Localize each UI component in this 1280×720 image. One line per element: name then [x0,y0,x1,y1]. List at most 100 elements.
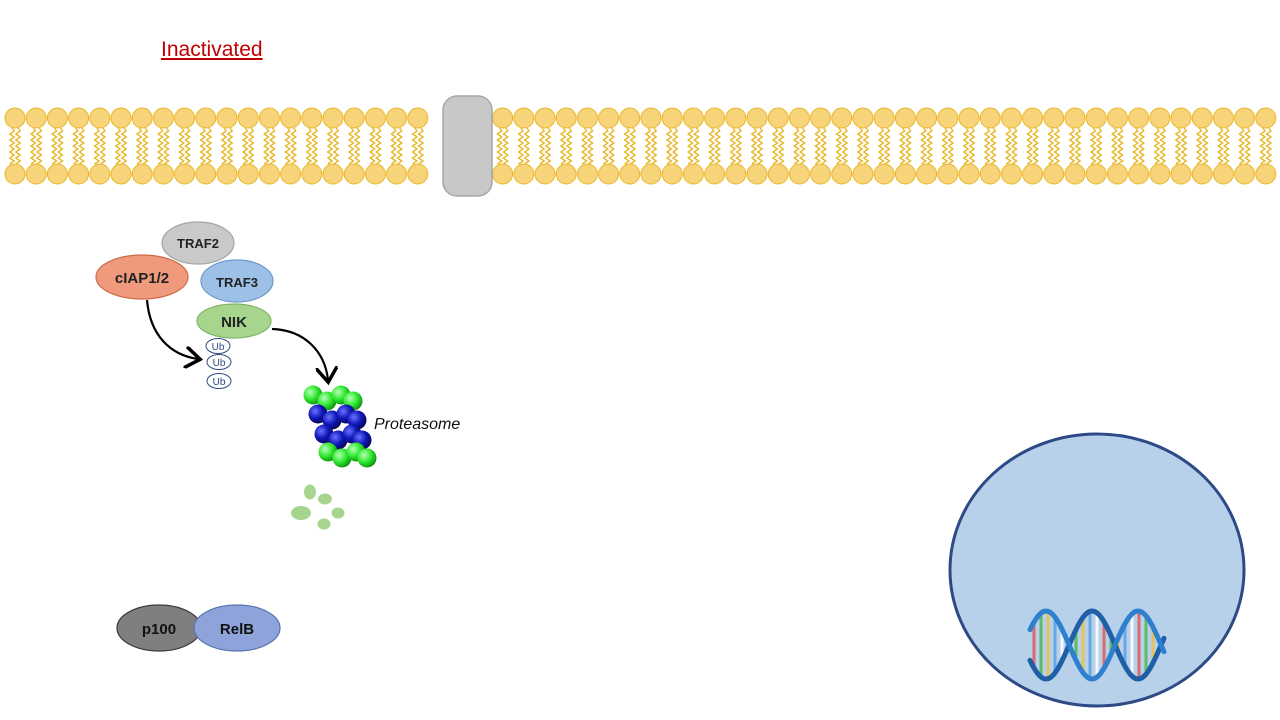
lipid-head [916,163,938,185]
lipid-head [937,107,959,129]
lipid-head [89,163,111,185]
lipid-head [322,163,344,185]
lipid-head [68,163,90,185]
lipid-head [725,163,747,185]
lipid-head [958,107,980,129]
lipid-head [1191,107,1213,129]
lipid-head [1064,107,1086,129]
lipid-head [534,107,556,129]
ciap-label: cIAP1/2 [115,270,169,287]
lipid-head [1170,163,1192,185]
lipid-head [810,107,832,129]
nik-protein: NIK [196,303,272,339]
lipid-head [343,107,365,129]
lipid-head [110,107,132,129]
lipid-head [704,107,726,129]
lipid-head [1064,163,1086,185]
lipid-head [1212,163,1234,185]
dna-strand [1027,608,1167,682]
lipid-head [364,107,386,129]
lipid-head [1022,107,1044,129]
traf2-label: TRAF2 [177,236,219,251]
lipid-head [1106,107,1128,129]
p100-protein: p100 [116,604,202,652]
lipid-head [1128,163,1150,185]
lipid-head [1234,107,1256,129]
lipid-head [407,163,429,185]
nucleus [948,432,1246,708]
ubiquitin-label: Ub [212,342,225,353]
lipid-head [386,163,408,185]
lipid-head [258,163,280,185]
lipid-head [280,107,302,129]
traf3-label: TRAF3 [216,275,258,290]
lipid-head [258,107,280,129]
lipid-head [25,163,47,185]
lipid-head [640,107,662,129]
traf2-protein: TRAF2 [161,221,235,265]
lipid-head [831,107,853,129]
lipid-head [1255,107,1277,129]
lipid-head [1085,163,1107,185]
lipid-head [301,163,323,185]
lipid-head [492,163,514,185]
lipid-head [301,107,323,129]
lipid-head [725,107,747,129]
lipid-head [534,163,556,185]
degraded-fragments [291,484,345,530]
dna-icon [1027,608,1167,682]
lipid-head [555,163,577,185]
lipid-head [788,107,810,129]
proteasome-icon [303,385,377,468]
lipid-head [46,163,68,185]
lipid-head [979,163,1001,185]
arrow-icon [271,327,328,380]
relb-label: RelB [220,621,254,638]
lipid-head [4,107,26,129]
lipid-head [1149,107,1171,129]
lipid-head [555,107,577,129]
lipid-head [767,163,789,185]
lipid-head [619,163,641,185]
lipid-head [810,163,832,185]
lipid-head [1212,107,1234,129]
lipid-head [216,163,238,185]
lipid-head [216,107,238,129]
lipid-head [979,107,1001,129]
lipid-head [873,163,895,185]
lipid-head [364,163,386,185]
lipid-head [110,163,132,185]
lipid-head [767,107,789,129]
lipid-head [598,163,620,185]
lipid-head [513,163,535,185]
lipid-head [195,163,217,185]
lipid-head [746,107,768,129]
lipid-head [661,163,683,185]
lipid-head [894,107,916,129]
lipid-head [152,107,174,129]
lipid-head [958,163,980,185]
lipid-head [343,163,365,185]
lipid-head [89,107,111,129]
lipid-head [1234,163,1256,185]
lipid-head [661,107,683,129]
lipid-head [704,163,726,185]
ubiquitin-label: Ub [213,358,226,369]
lipid-head [4,163,26,185]
lipid-head [1043,163,1065,185]
dna-strand [1027,608,1167,682]
lipid-head [513,107,535,129]
lipid-head [916,107,938,129]
lipid-head [1043,107,1065,129]
lipid-head [619,107,641,129]
lipid-head [407,107,429,129]
lipid-head [46,107,68,129]
lipid-head [131,163,153,185]
lipid-head [1000,107,1022,129]
lipid-head [280,163,302,185]
lipid-head [1085,107,1107,129]
lipid-head [682,163,704,185]
arrow-icon [145,299,198,359]
